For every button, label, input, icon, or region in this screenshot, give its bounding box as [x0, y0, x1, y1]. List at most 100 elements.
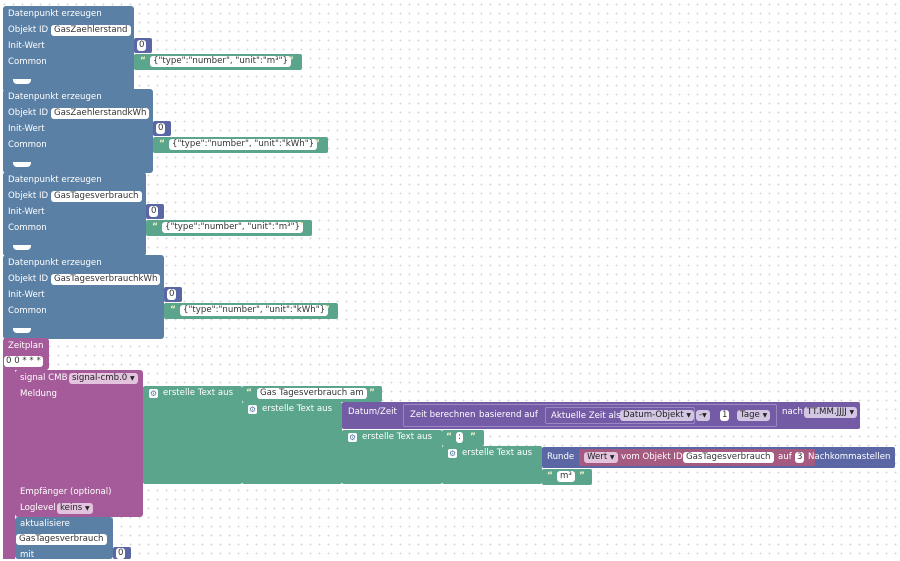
- init-number-field[interactable]: 0: [149, 206, 159, 217]
- object-id-field[interactable]: GasZaehlerstand: [51, 25, 131, 36]
- create-state-block-2[interactable]: Datenpunkt erzeugen Objekt ID GasZaehler…: [3, 89, 153, 173]
- now-format-value: Datum-Objekt: [623, 410, 684, 420]
- init-number-field[interactable]: 0: [156, 123, 166, 134]
- text-string-block-3[interactable]: “ m³ ”: [542, 469, 592, 485]
- common-text-block-3[interactable]: “ {"type":"number", "unit":"m³"} ”: [146, 220, 312, 236]
- date-format-dropdown[interactable]: TT.MM.JJJJ ▼: [804, 407, 858, 418]
- decimals-label: Nachkommastellen: [808, 452, 891, 462]
- recipient-label: Empfänger (optional): [20, 487, 112, 497]
- common-text-field[interactable]: {"type":"number", "unit":"m³"}: [162, 222, 304, 233]
- quote-open-icon: “: [446, 432, 452, 442]
- quote-open-icon: “: [152, 222, 158, 232]
- block-bottom-bar: [3, 84, 134, 90]
- block-title: Datenpunkt erzeugen: [8, 92, 102, 102]
- quote-open-icon: “: [547, 471, 553, 481]
- common-label: Common: [8, 223, 47, 233]
- current-time-block[interactable]: Aktuelle Zeit als Datum-Objekt ▼: [545, 407, 695, 424]
- create-state-block-3[interactable]: Datenpunkt erzeugen Objekt ID GasTagesve…: [3, 172, 146, 256]
- block-title: Datenpunkt erzeugen: [8, 175, 102, 185]
- gear-icon[interactable]: ⚙: [149, 389, 158, 398]
- gear-icon[interactable]: ⚙: [448, 449, 457, 458]
- quote-close-icon: ”: [369, 388, 375, 398]
- text-join-block-3[interactable]: ⚙ erstelle Text aus: [342, 430, 442, 484]
- statement-notch: [13, 162, 31, 167]
- time-unit-value: Tage: [740, 410, 760, 420]
- chevron-down-icon: ▼: [762, 412, 768, 419]
- amount-field[interactable]: 1: [720, 410, 730, 421]
- from-object-label: vom Objekt ID: [621, 452, 683, 462]
- get-value-block[interactable]: Wert ▼ vom Objekt ID GasTagesverbrauch: [579, 449, 815, 466]
- common-text-field[interactable]: {"type":"number", "unit":"m³"}: [150, 56, 292, 67]
- cron-field[interactable]: 0 0 * * *: [4, 356, 43, 367]
- loglevel-dropdown[interactable]: keins ▼: [57, 503, 93, 514]
- update-object-field[interactable]: GasTagesverbrauch: [16, 534, 107, 545]
- object-id-label: Objekt ID: [8, 25, 49, 35]
- now-format-dropdown[interactable]: Datum-Objekt ▼: [620, 410, 695, 421]
- text-string-field[interactable]: Gas Tagesverbrauch am: [257, 388, 367, 399]
- gear-icon[interactable]: ⚙: [348, 433, 357, 442]
- block-title: Datenpunkt erzeugen: [8, 258, 102, 268]
- block-title: Datenpunkt erzeugen: [8, 9, 102, 19]
- update-state-block[interactable]: aktualisiere GasTagesverbrauch mit: [15, 517, 113, 560]
- time-unit-dropdown[interactable]: Tage ▼: [737, 410, 771, 421]
- common-text-block-4[interactable]: “ {"type":"number", "unit":"kWh"} ”: [164, 303, 338, 319]
- value-dropdown[interactable]: Wert ▼: [584, 452, 618, 463]
- update-value-field[interactable]: 0: [116, 548, 126, 559]
- schedule-left-arm: [3, 368, 15, 559]
- text-string-field[interactable]: m³: [557, 471, 575, 482]
- operator-dropdown[interactable]: -▼: [696, 410, 710, 421]
- message-label: Meldung: [20, 389, 57, 399]
- object-id-field[interactable]: GasTagesverbrauch: [51, 191, 142, 202]
- object-id-field[interactable]: GasZaehlerstandkWh: [51, 108, 150, 119]
- text-join-label: erstelle Text aus: [262, 404, 333, 414]
- based-on-label: basierend auf: [479, 410, 538, 420]
- object-id-label: Objekt ID: [8, 108, 49, 118]
- text-join-block-4[interactable]: ⚙ erstelle Text aus: [442, 446, 542, 484]
- common-text-field[interactable]: {"type":"number", "unit":"kWh"}: [169, 139, 318, 150]
- statement-notch: [13, 328, 31, 333]
- init-number-block-4[interactable]: 0: [164, 287, 182, 302]
- init-number-block-3[interactable]: 0: [146, 204, 164, 219]
- text-join-block-1[interactable]: ⚙ erstelle Text aus: [143, 386, 242, 484]
- common-text-block-2[interactable]: “ {"type":"number", "unit":"kWh"} ”: [153, 137, 328, 153]
- common-label: Common: [8, 140, 47, 150]
- signal-cmb-block[interactable]: signal CMB signal-cmb.0 ▼ Meldung Empfän…: [15, 370, 143, 517]
- text-string-block-1[interactable]: “ Gas Tagesverbrauch am ”: [242, 386, 382, 402]
- init-value-label: Init-Wert: [8, 41, 45, 51]
- common-text-field[interactable]: {"type":"number", "unit":"kWh"}: [180, 305, 329, 316]
- quote-close-icon: ”: [579, 471, 585, 481]
- quote-open-icon: “: [140, 56, 146, 66]
- create-state-block-4[interactable]: Datenpunkt erzeugen Objekt ID GasTagesve…: [3, 255, 164, 339]
- quote-close-icon: ”: [288, 56, 294, 66]
- schedule-label: Zeitplan: [8, 341, 44, 351]
- round-block[interactable]: Runde Wert ▼ vom Objekt ID GasTagesverbr…: [542, 447, 895, 468]
- statement-notch: [13, 245, 31, 250]
- schedule-block[interactable]: Zeitplan 0 0 * * *: [3, 338, 49, 370]
- object-id-label: Objekt ID: [8, 191, 49, 201]
- quote-close-icon: ”: [324, 305, 330, 315]
- gear-icon[interactable]: ⚙: [248, 405, 257, 414]
- signal-instance-value: signal-cmb.0: [72, 373, 128, 383]
- quote-open-icon: “: [170, 305, 176, 315]
- chevron-down-icon: ▼: [702, 412, 707, 419]
- update-value-block[interactable]: 0: [113, 547, 131, 559]
- text-join-block-2[interactable]: ⚙ erstelle Text aus: [242, 402, 342, 484]
- text-string-block-2[interactable]: “ : ”: [442, 430, 484, 446]
- chevron-down-icon: ▼: [686, 412, 692, 419]
- create-state-block-1[interactable]: Datenpunkt erzeugen Objekt ID GasZaehler…: [3, 6, 134, 90]
- decimals-field[interactable]: 3: [795, 452, 805, 463]
- loglevel-value: keins: [60, 503, 83, 513]
- common-text-block-1[interactable]: “ {"type":"number", "unit":"m³"} ”: [134, 54, 302, 70]
- loglevel-label: Loglevel: [20, 503, 56, 513]
- object-id-field[interactable]: GasTagesverbrauch: [683, 452, 774, 463]
- quote-open-icon: “: [246, 388, 252, 398]
- text-string-field[interactable]: :: [456, 432, 463, 443]
- object-id-field[interactable]: GasTagesverbrauchkWh: [51, 274, 161, 285]
- init-number-field[interactable]: 0: [167, 289, 177, 300]
- after-label: nach: [782, 407, 803, 417]
- signal-instance-dropdown[interactable]: signal-cmb.0 ▼: [69, 373, 138, 384]
- init-number-block-2[interactable]: 0: [153, 121, 171, 136]
- init-number-block-1[interactable]: 0: [134, 38, 152, 53]
- init-number-field[interactable]: 0: [137, 40, 147, 51]
- quote-close-icon: ”: [314, 139, 320, 149]
